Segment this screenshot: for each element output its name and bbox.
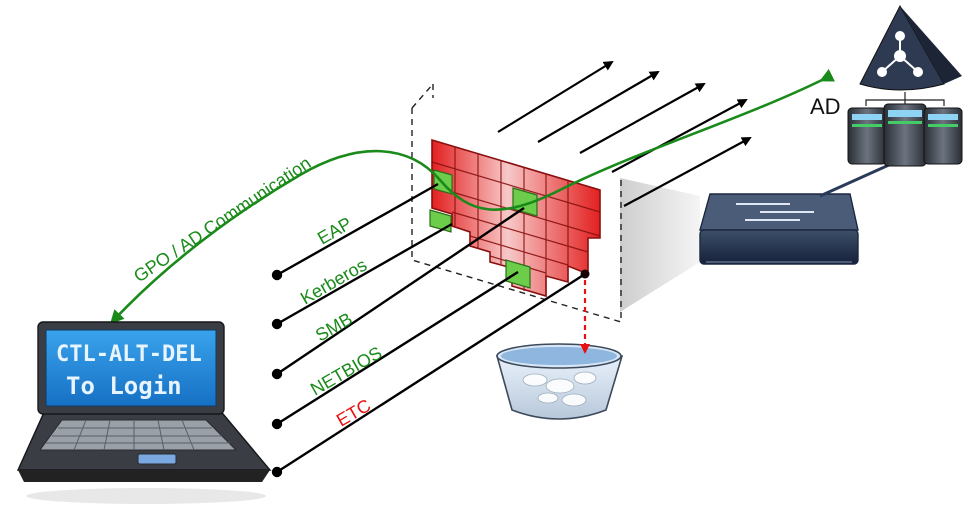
outgoing-arrow	[537, 70, 660, 143]
gpo-label: GPO / AD Communication	[130, 153, 315, 286]
bucket-icon	[495, 343, 624, 420]
ad-servers	[847, 92, 963, 167]
protocol-labels: EAP Kerberos SMB NETBIOS ETC	[297, 213, 385, 430]
protocol-label-smb: SMB	[312, 309, 356, 346]
gpo-communication-arrow	[109, 68, 835, 325]
laptop-icon: CTL-ALT-DEL To Login	[16, 321, 272, 504]
server-icon	[923, 107, 963, 165]
switch-icon	[699, 193, 859, 265]
outgoing-arrow	[579, 83, 706, 154]
ad-pyramid-icon	[859, 4, 962, 91]
ad-label: AD	[810, 94, 841, 119]
screen-line-2: To Login	[66, 372, 182, 400]
protocol-label-netbios: NETBIOS	[307, 343, 385, 400]
outgoing-arrow	[611, 99, 748, 173]
server-icon	[883, 103, 927, 167]
laptop-screen	[45, 329, 217, 407]
outgoing-arrow	[497, 60, 614, 133]
projection-shadow	[620, 178, 700, 312]
screen-line-1: CTL-ALT-DEL	[56, 342, 202, 367]
server-icon	[847, 107, 887, 165]
protocol-label-etc: ETC	[333, 395, 374, 430]
protocol-label-kerberos: Kerberos	[297, 255, 370, 309]
